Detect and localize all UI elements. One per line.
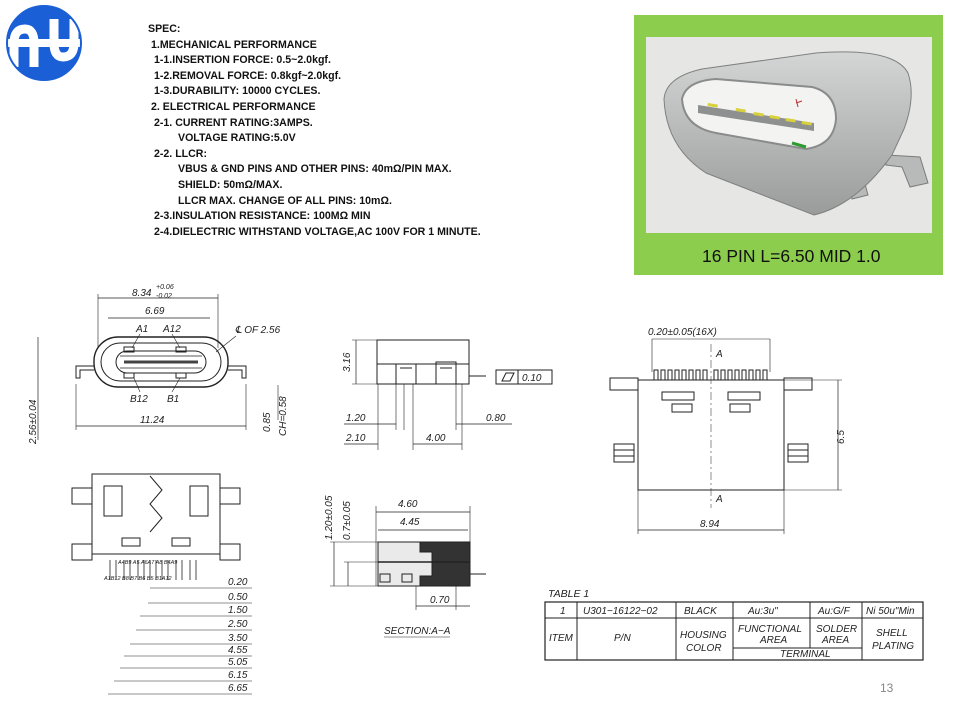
sec-dim-120: 1.20±0.05 (324, 495, 335, 540)
label-a1: A1 (135, 324, 148, 335)
hdr-housing-2: COLOR (686, 643, 722, 654)
side-dim-400: 4.00 (426, 433, 446, 444)
fp-dim-3: 2.50 (227, 619, 248, 630)
row-color: BLACK (684, 606, 718, 617)
sec-dim-070: 0.7±0.05 (342, 501, 353, 540)
row-shell: Ni 50u"Min (866, 606, 915, 617)
center-note: ℄ OF 2.56 (235, 325, 281, 336)
side-dim-080: 0.80 (486, 413, 506, 424)
pin-labels-bottom: A1B12 B8 B7 B6 B5 B1A12 (103, 576, 172, 582)
hdr-item: ITEM (549, 633, 574, 644)
spec-mech-title: 1.MECHANICAL PERFORMANCE (151, 38, 317, 51)
side-view: 3.16 0.10 1.20 0.80 2.10 4.00 (342, 339, 553, 450)
company-logo (6, 5, 82, 81)
top-dim-894: 8.94 (700, 519, 720, 530)
hdr-shell-1: SHELL (876, 628, 908, 639)
hdr-housing-1: HOUSING (680, 630, 727, 641)
dim-total: 11.24 (140, 415, 165, 426)
dim-ch: CH=0.58 (278, 396, 289, 436)
photo-caption: 16 PIN L=6.50 MID 1.0 (702, 246, 881, 266)
side-dim-height: 3.16 (342, 352, 353, 372)
front-view: 8.34 +0.06 -0.02 6.69 A1 A12 B12 B1 ℄ OF… (28, 284, 289, 445)
spec-line: 1-2.REMOVAL FORCE: 0.8kgf~2.0kgf. (154, 69, 342, 82)
label-b12: B12 (130, 394, 148, 405)
spec-table: TABLE 1 1 U301−16122−02 BLACK Au:3u" Au:… (544, 588, 924, 661)
fp-dim-6: 5.05 (228, 657, 248, 668)
usb-c-connector-render (663, 51, 929, 216)
pin-labels-top: A4B9 A5 A6A7 A8 B4A9 (117, 560, 177, 566)
datum-a-bottom: A (715, 494, 723, 505)
spec-line: SHIELD: 50mΩ/MAX. (178, 178, 283, 191)
row-item: 1 (560, 606, 566, 617)
datum-a-top: A (715, 349, 723, 360)
spec-line: 2-3.INSULATION RESISTANCE: 100MΩ MIN (154, 210, 371, 223)
row-pn: U301−16122−02 (583, 606, 658, 617)
spec-block: SPEC: 1.MECHANICAL PERFORMANCE 1-1.INSER… (148, 22, 481, 240)
fp-dim-5: 4.55 (228, 645, 248, 656)
hdr-shell-2: PLATING (872, 641, 914, 652)
spec-line: VBUS & GND PINS AND OTHER PINS: 40mΩ/PIN… (178, 163, 452, 176)
fp-dim-2: 1.50 (228, 605, 248, 616)
dim-width: 8.34 (132, 288, 152, 299)
fp-dim-0: 0.20 (228, 577, 248, 588)
label-b1: B1 (167, 394, 179, 405)
spec-line: VOLTAGE RATING:5.0V (178, 132, 296, 145)
row-functional: Au:3u" (747, 606, 778, 617)
pitch-note: 0.20±0.05(16X) (648, 327, 717, 338)
top-dim-65: 6.5 (836, 430, 847, 444)
label-a12: A12 (162, 324, 181, 335)
hdr-pn: P/N (614, 633, 631, 644)
fp-dim-4: 3.50 (228, 633, 248, 644)
fp-dim-7: 6.15 (228, 670, 248, 681)
spec-line: 1-1.INSERTION FORCE: 0.5~2.0kgf. (154, 54, 331, 67)
spec-line: 2-4.DIELECTRIC WITHSTAND VOLTAGE,AC 100V… (154, 225, 481, 238)
spec-line: 2-2. LLCR: (154, 147, 207, 160)
flatness-value: 0.10 (522, 373, 542, 384)
dim-height: 2.56±0.04 (28, 399, 39, 445)
pin-row (653, 369, 768, 381)
row-solder: Au:G/F (817, 606, 851, 617)
page-number: 13 (880, 681, 894, 695)
spec-line: LLCR MAX. CHANGE OF ALL PINS: 10mΩ. (178, 194, 392, 207)
hdr-functional-2: AREA (759, 635, 788, 646)
side-dim-120: 1.20 (346, 413, 366, 424)
hdr-solder-1: SOLDER (816, 624, 857, 635)
spec-line: 1-3.DURABILITY: 10000 CYCLES. (154, 85, 321, 98)
spec-line: 2-1. CURRENT RATING:3AMPS. (154, 116, 313, 129)
side-dim-210: 2.10 (345, 433, 366, 444)
dim-tol-lower: -0.02 (156, 293, 172, 300)
fp-dim-1: 0.50 (228, 592, 248, 603)
top-view: 0.20±0.05(16X) A A 6.5 (609, 327, 847, 534)
hdr-solder-2: AREA (821, 635, 850, 646)
footprint-view: A4B9 A5 A6A7 A8 B4A9 A1B12 B8 B7 B6 B5 B… (71, 473, 252, 695)
product-photo-panel: 16 PIN L=6.50 MID 1.0 (634, 15, 943, 275)
dim-085: 0.85 (262, 412, 273, 432)
table-title: TABLE 1 (548, 588, 589, 600)
dim-tol-upper: +0.06 (156, 284, 174, 291)
section-view: 4.60 4.45 1.20±0.05 0.7±0.05 0.70 SECTIO… (324, 495, 486, 638)
spec-title: SPEC: (148, 23, 181, 35)
section-label: SECTION:A−A (384, 626, 451, 637)
hdr-functional-1: FUNCTIONAL (738, 624, 802, 635)
sec-dim-070b: 0.70 (430, 595, 450, 606)
spec-elec-title: 2. ELECTRICAL PERFORMANCE (151, 100, 316, 113)
sec-dim-445: 4.45 (400, 517, 420, 528)
fp-dim-8: 6.65 (228, 683, 248, 694)
product-render (646, 37, 932, 233)
hdr-terminal: TERMINAL (780, 649, 831, 660)
sec-dim-460: 4.60 (398, 499, 418, 510)
dim-inner: 6.69 (145, 306, 165, 317)
